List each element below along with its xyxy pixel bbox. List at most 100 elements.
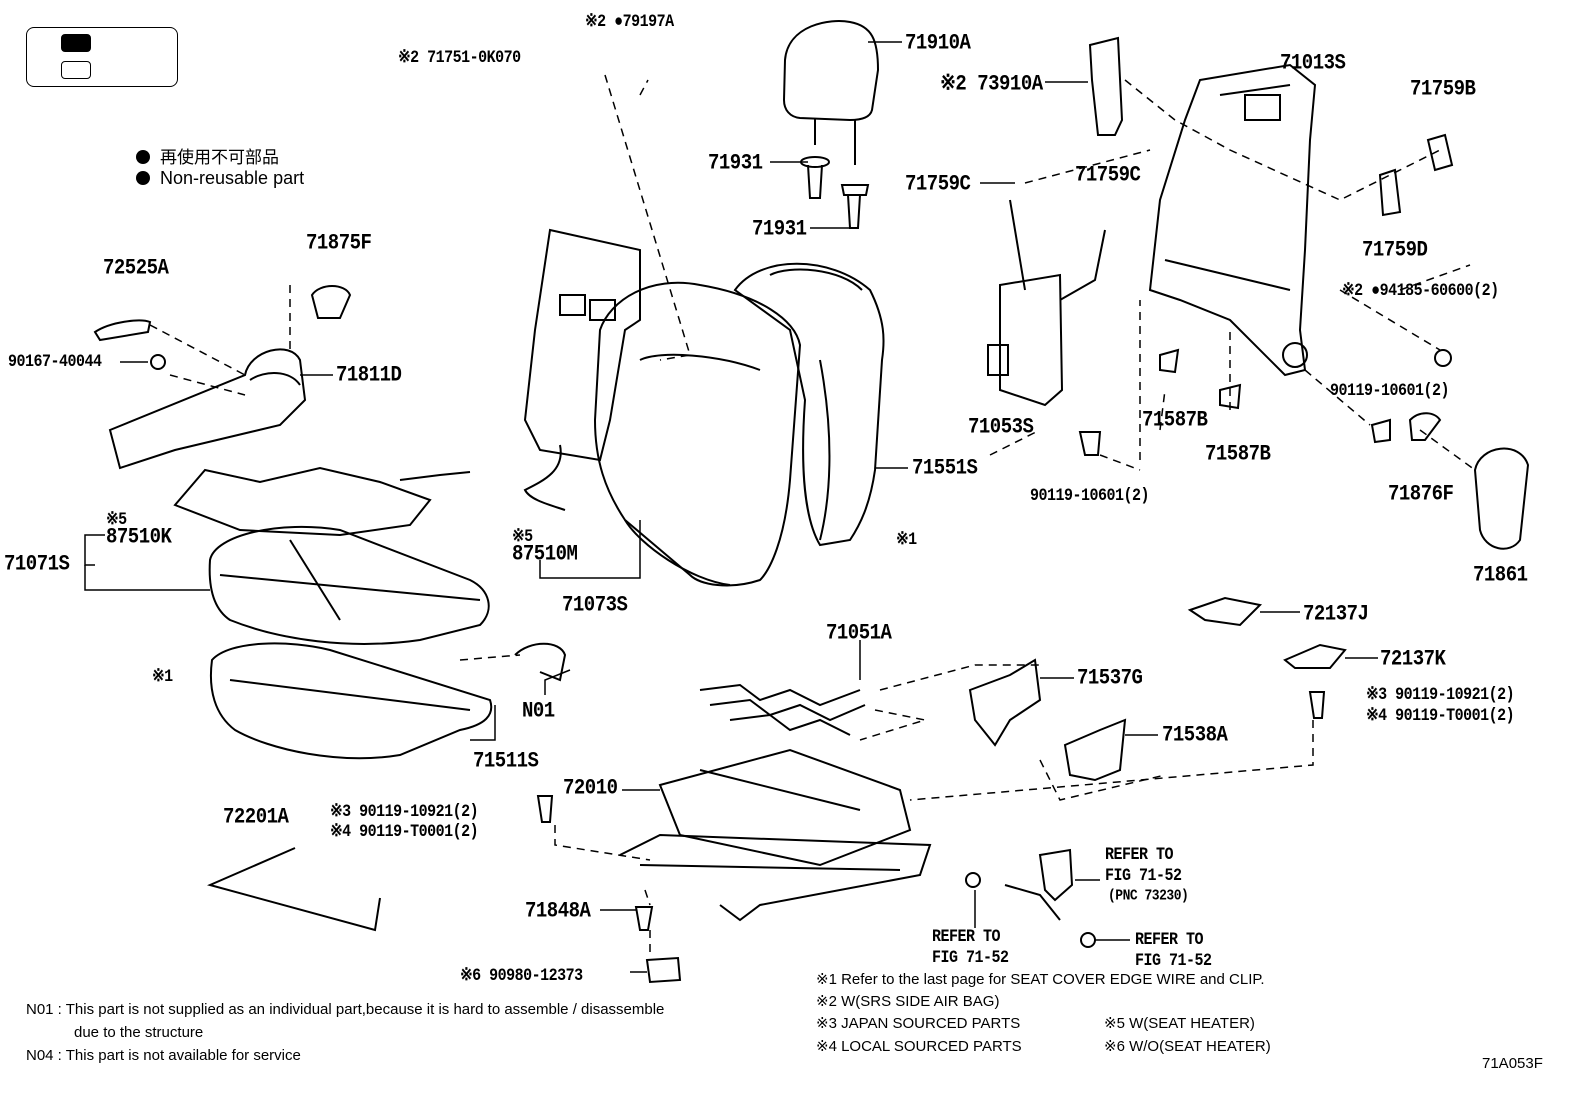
label-71511S: 71511S xyxy=(473,748,539,774)
assembly-dashed-lines xyxy=(149,74,1476,955)
back-heater-mat-87510M xyxy=(523,228,641,511)
label-90119-T0001-left: ※4 90119-T0001(2) xyxy=(330,822,479,842)
label-71876F: 71876F xyxy=(1388,481,1454,507)
label-90119-T0001-right: ※4 90119-T0001(2) xyxy=(1366,706,1515,726)
screw-90167-40044 xyxy=(150,354,166,370)
note-N04: N04 : This part is not available for ser… xyxy=(26,1047,301,1064)
label-90119-10921-left: ※3 90119-10921(2) xyxy=(330,802,479,822)
label-71759C-right: 71759C xyxy=(1075,162,1141,188)
legend-non-reusable-jp: 再使用不可部品 xyxy=(136,143,279,168)
note-N01-line2: due to the structure xyxy=(74,1024,204,1041)
seatback-pad-71551S xyxy=(733,262,885,547)
bolt-90119-10601-b xyxy=(1078,431,1102,456)
label-71537G: 71537G xyxy=(1077,665,1143,691)
label-90980-12373: ※6 90980-12373 xyxy=(460,966,583,986)
label-refer-to-3: REFER TO xyxy=(1135,930,1204,950)
leader-lines xyxy=(84,41,1378,973)
label-72525A: 72525A xyxy=(103,255,169,281)
label-71051A: 71051A xyxy=(826,620,892,646)
label-90119-10601-b: 90119-10601(2) xyxy=(1030,486,1150,506)
seat-spring-71051A xyxy=(699,683,866,736)
label-71811D: 71811D xyxy=(336,362,402,388)
headrest-71910A xyxy=(782,20,880,165)
label-94185-60600: ※2 ●94185-60600(2) xyxy=(1342,281,1499,301)
label-71013S: 71013S xyxy=(1280,50,1346,76)
label-73910A: ※2 73910A xyxy=(940,71,1043,97)
label-71861: 71861 xyxy=(1473,562,1528,588)
note-1: ※1 Refer to the last page for SEAT COVER… xyxy=(816,971,1265,988)
bolt-right-90119 xyxy=(1308,691,1326,719)
knob-71861 xyxy=(1473,447,1530,550)
wire-72201A xyxy=(206,847,381,932)
label-fig-71-52-2: FIG 71-52 xyxy=(932,948,1009,968)
label-fig-71-52-1: FIG 71-52 xyxy=(1105,866,1182,886)
note-N01-line1: N01 : This part is not supplied as an in… xyxy=(26,1001,665,1018)
seat-adjuster-72010 xyxy=(619,748,932,922)
label-71551S: 71551S xyxy=(912,455,978,481)
label-71053S: 71053S xyxy=(968,414,1034,440)
label-71848A: 71848A xyxy=(525,898,591,924)
legend-swatch-black xyxy=(61,34,91,52)
figure-code: 71A053F xyxy=(1482,1055,1543,1072)
label-71587B-2: 71587B xyxy=(1205,441,1271,467)
label-71759D: 71759D xyxy=(1362,237,1428,263)
label-72010: 72010 xyxy=(563,775,618,801)
label-71073S: 71073S xyxy=(562,592,628,618)
label-mark1-right: ※1 xyxy=(896,530,917,550)
label-87510M-note: ※5 xyxy=(512,527,533,547)
bracket-71759D xyxy=(1378,168,1402,217)
harness-N01 xyxy=(514,642,567,682)
label-71931-lower: 71931 xyxy=(752,216,807,242)
lumbar-support-71053S xyxy=(987,199,1106,407)
bracket-72137J xyxy=(1187,596,1263,627)
guide-71931-lower xyxy=(840,184,870,229)
label-refer-to-2: REFER TO xyxy=(932,927,1001,947)
side-shield-71811D xyxy=(108,348,307,470)
side-airbag-73910A xyxy=(1088,36,1124,136)
seatback-cover-71073S xyxy=(593,281,802,587)
label-refer-to-1: REFER TO xyxy=(1105,845,1174,865)
note-6: ※6 W/O(SEAT HEATER) xyxy=(1104,1038,1271,1055)
legend-box xyxy=(26,27,178,87)
label-71931-upper: 71931 xyxy=(708,150,763,176)
legend-swatch-white xyxy=(61,61,91,79)
label-71759C-left: 71759C xyxy=(905,171,971,197)
shield-71538A xyxy=(1063,718,1127,782)
label-72201A: 72201A xyxy=(223,804,289,830)
cover-71876F xyxy=(1408,412,1442,441)
cushion-cover-71071S xyxy=(208,525,490,645)
label-90119-10601-a: 90119-10601(2) xyxy=(1330,381,1450,401)
guide-71931-upper xyxy=(800,156,830,199)
seatbelt-buckle xyxy=(965,848,1096,948)
bolt-left-90119 xyxy=(536,795,554,823)
label-71759B: 71759B xyxy=(1410,76,1476,102)
label-90119-10921-right: ※3 90119-10921(2) xyxy=(1366,685,1515,705)
clip-71587B-2 xyxy=(1219,383,1242,410)
label-72137K: 72137K xyxy=(1380,646,1446,672)
legend-text-jp: 再使用不可部品 xyxy=(160,148,279,167)
label-71751-0K070: ※2 71751-0K070 xyxy=(398,48,521,68)
label-87510M: 87510M xyxy=(512,541,578,567)
cover-71875F xyxy=(310,285,352,319)
legend-text-en: Non-reusable part xyxy=(160,168,305,188)
label-fig-71-52-3: FIG 71-52 xyxy=(1135,951,1212,971)
cushion-heater-87510K xyxy=(173,466,471,537)
bullet-icon xyxy=(136,150,150,164)
label-87510K-note: ※5 xyxy=(106,510,127,530)
seatback-frame-71013S xyxy=(1148,63,1317,377)
bracket-72137K xyxy=(1283,643,1347,669)
note-2: ※2 W(SRS SIDE AIR BAG) xyxy=(816,993,1000,1010)
label-79197A: ※2 ●79197A xyxy=(585,12,674,32)
shield-71537G xyxy=(968,658,1042,747)
bolt-71848A xyxy=(634,906,654,931)
label-N01: N01 xyxy=(522,698,555,724)
cover-90980-12373 xyxy=(645,956,682,984)
label-mark1-left: ※1 xyxy=(152,667,173,687)
label-72137J: 72137J xyxy=(1303,601,1369,627)
bullet-icon xyxy=(136,171,150,185)
note-3: ※3 JAPAN SOURCED PARTS xyxy=(816,1015,1021,1032)
clip-71587B-1 xyxy=(1159,348,1180,374)
label-71538A: 71538A xyxy=(1162,722,1228,748)
note-5: ※5 W(SEAT HEATER) xyxy=(1104,1015,1255,1032)
